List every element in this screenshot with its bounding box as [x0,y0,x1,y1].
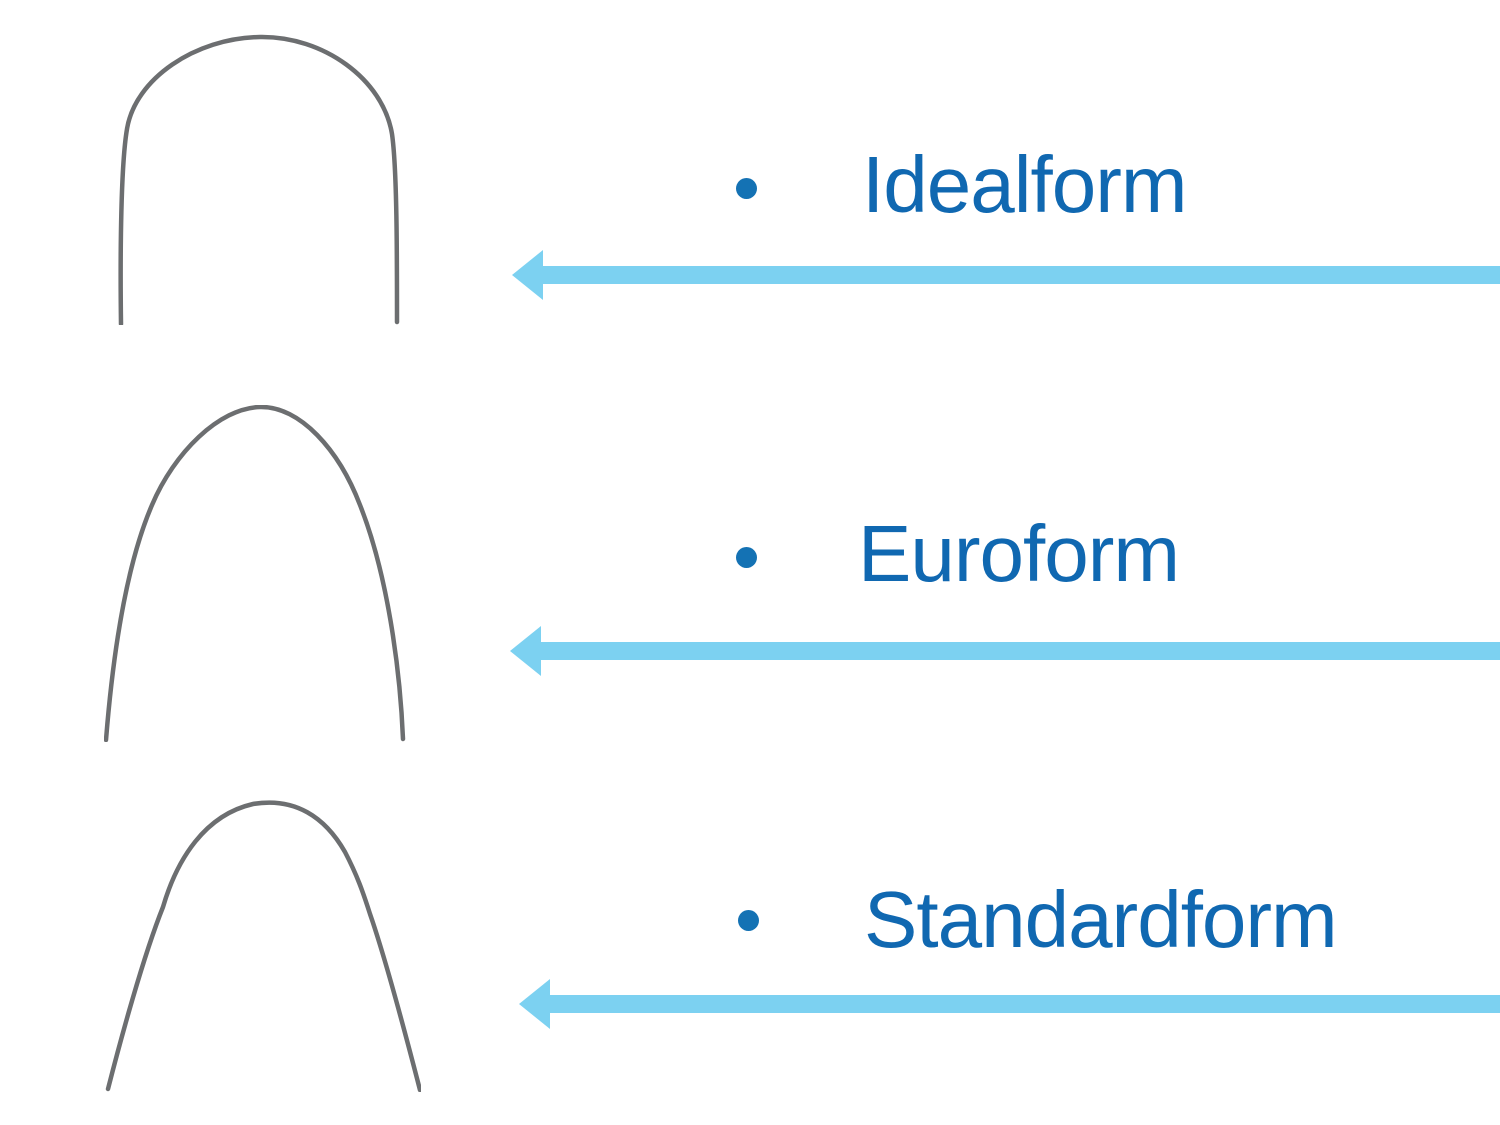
arrow-head-icon [512,250,543,300]
standardform-archwire-icon [105,800,421,1092]
bullet-icon [736,547,757,568]
arrow-shaft [550,995,1500,1013]
euroform-archwire-icon [104,405,406,742]
left-arrow-icon [510,626,1500,676]
arrow-head-icon [510,626,541,676]
arrow-shaft [543,266,1500,284]
bullet-icon [736,178,757,199]
arrow-head-icon [519,979,550,1029]
idealform-archwire-icon [118,34,400,325]
bullet-icon [738,910,759,931]
archform-label: Idealform [862,140,1187,229]
left-arrow-icon [519,979,1500,1029]
arrow-shaft [541,642,1500,660]
archform-label: Standardform [864,875,1338,964]
left-arrow-icon [512,249,1500,301]
archform-label: Euroform [858,509,1180,598]
